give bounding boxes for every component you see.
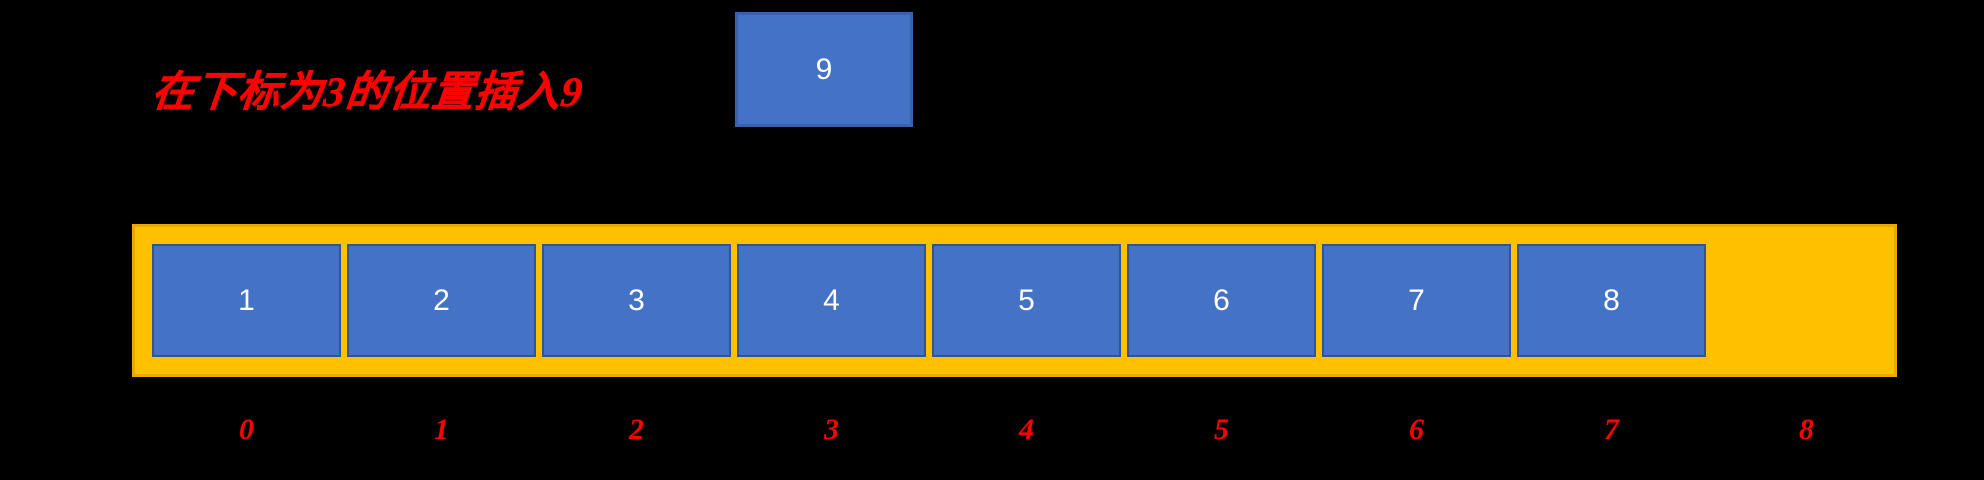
- array-cell[interactable]: 5: [932, 244, 1121, 357]
- array-index-ruler: 0 1 2 3 4 5 6 7 8: [132, 415, 1897, 465]
- array-cell-empty[interactable]: [1712, 244, 1901, 357]
- array-index-label: 1: [434, 413, 449, 446]
- array-cell[interactable]: 6: [1127, 244, 1316, 357]
- insert-value-label: 9: [815, 52, 833, 86]
- array-container: 1 2 3 4 5 6 7 8: [132, 224, 1897, 377]
- array-index-label: 3: [824, 413, 839, 446]
- array-index-label: 2: [629, 413, 644, 446]
- array-index-label: 0: [239, 413, 254, 446]
- insert-annotation-text: 在下标为3的位置插入9: [149, 70, 586, 117]
- array-cell[interactable]: 7: [1322, 244, 1511, 357]
- array-index-label: 7: [1604, 413, 1619, 446]
- array-index-label: 6: [1409, 413, 1424, 446]
- array-cell-value: 4: [823, 283, 840, 317]
- array-cell[interactable]: 1: [152, 244, 341, 357]
- array-index-label: 8: [1799, 413, 1814, 446]
- array-cell-value: 1: [238, 283, 255, 317]
- array-cell-value: 2: [433, 283, 450, 317]
- array-cell-value: 5: [1018, 283, 1035, 317]
- array-cell[interactable]: 3: [542, 244, 731, 357]
- array-cell-value: 3: [628, 283, 645, 317]
- array-cell[interactable]: 4: [737, 244, 926, 357]
- array-cell[interactable]: 2: [347, 244, 536, 357]
- insert-value-box: 9: [735, 12, 913, 127]
- array-cell-value: 8: [1603, 283, 1620, 317]
- array-cell-value: 7: [1408, 283, 1425, 317]
- array-cell-value: 6: [1213, 283, 1230, 317]
- array-index-label: 5: [1214, 413, 1229, 446]
- array-index-label: 4: [1019, 413, 1034, 446]
- array-cell[interactable]: 8: [1517, 244, 1706, 357]
